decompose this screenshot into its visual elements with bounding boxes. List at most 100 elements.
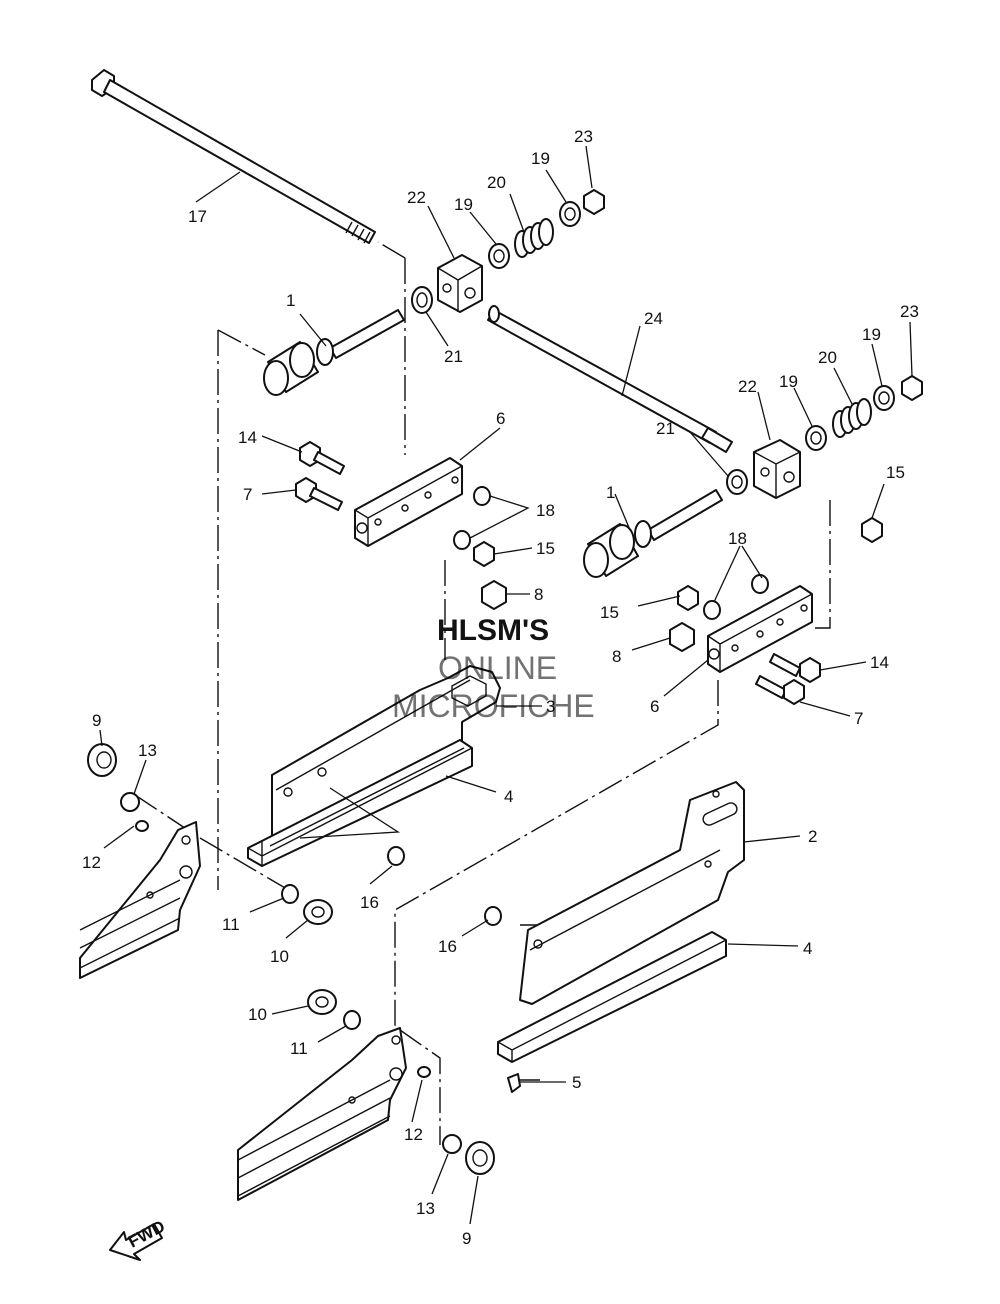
nut-15-right-upper — [861, 517, 883, 543]
block-22-upper — [437, 254, 483, 313]
watermark-line-1: HLSM'S — [437, 614, 550, 647]
callout-18: 18 — [728, 529, 747, 548]
callout-5: 5 — [572, 1073, 581, 1092]
callout-17: 17 — [188, 207, 207, 226]
washer-19b — [559, 201, 581, 227]
callout-13: 13 — [416, 1199, 435, 1218]
callout-13: 13 — [138, 741, 157, 760]
long-bolt-17 — [91, 69, 376, 244]
nut-15-left — [473, 541, 495, 567]
block-22-right — [753, 439, 801, 499]
washer-10-left — [303, 899, 333, 925]
callout-18: 18 — [536, 501, 555, 520]
spring-20 — [514, 218, 554, 258]
watermark-line-3: MICROFICHE — [392, 688, 595, 724]
leader-lines — [99, 145, 913, 1225]
callout-15: 15 — [536, 539, 555, 558]
collar-18-left — [453, 486, 491, 550]
pivot-pin-1-upper — [263, 309, 405, 396]
callout-6: 6 — [496, 409, 505, 428]
washer-19-right — [805, 425, 827, 451]
slide-rail-4-left — [247, 739, 473, 867]
callout-19: 19 — [531, 149, 550, 168]
callout-8: 8 — [534, 585, 543, 604]
callout-19: 19 — [779, 372, 798, 391]
bolt-7-left — [295, 477, 343, 511]
callout-4: 4 — [504, 787, 513, 806]
collar-11-left — [281, 884, 299, 904]
callout-10: 10 — [270, 947, 289, 966]
callout-20: 20 — [487, 173, 506, 192]
callout-20: 20 — [818, 348, 837, 367]
callout-22: 22 — [407, 188, 426, 207]
bolt-14-left — [299, 441, 345, 475]
nut-15-right — [677, 585, 699, 611]
seat-rail-left — [79, 821, 201, 979]
shaft-24 — [487, 305, 733, 453]
cap-9-left — [87, 743, 117, 777]
callout-1: 1 — [286, 291, 295, 310]
callout-11: 11 — [290, 1039, 308, 1058]
callout-9: 9 — [92, 711, 101, 730]
nut-8-right — [669, 622, 695, 652]
collar-13-left — [120, 792, 140, 812]
callout-24: 24 — [644, 309, 663, 328]
cap-9-lower — [465, 1141, 495, 1175]
callout-9: 9 — [462, 1229, 471, 1248]
callout-7: 7 — [854, 709, 863, 728]
callout-21: 21 — [444, 347, 463, 366]
callout-15: 15 — [600, 603, 619, 622]
nut-23 — [583, 189, 605, 215]
fwd-arrow: FWD — [109, 1217, 168, 1261]
callout-2: 2 — [808, 827, 817, 846]
bushing-21-right — [726, 469, 748, 495]
callout-14: 14 — [870, 653, 889, 672]
callout-3: 3 — [546, 697, 555, 716]
collar-11-lower — [343, 1010, 361, 1030]
callout-23: 23 — [900, 302, 919, 321]
washer-10-lower — [307, 989, 337, 1015]
bolt-7-right — [755, 675, 805, 705]
slide-rail-4-right — [497, 931, 727, 1063]
bushing-21 — [411, 286, 433, 314]
washer-19-right-b — [873, 385, 895, 411]
arm-6-right — [707, 585, 813, 673]
callout-22: 22 — [738, 377, 757, 396]
bracket-2 — [519, 781, 745, 1005]
callout-19: 19 — [454, 195, 473, 214]
collar-18-right — [703, 574, 769, 620]
bolt-14-right — [769, 653, 821, 683]
washer-19 — [488, 243, 510, 269]
callout-8: 8 — [612, 647, 621, 666]
callout-10: 10 — [248, 1005, 267, 1024]
callout-1: 1 — [606, 483, 615, 502]
nut-8-left — [481, 580, 507, 610]
callout-4: 4 — [803, 939, 812, 958]
callout-16: 16 — [360, 893, 379, 912]
arm-6-left — [354, 457, 463, 547]
callout-14: 14 — [238, 428, 257, 447]
nut-23-right — [901, 375, 923, 401]
pivot-pin-1-right — [583, 489, 723, 578]
pin-12-lower — [417, 1066, 431, 1078]
callout-23: 23 — [574, 127, 593, 146]
screw-5 — [507, 1073, 540, 1093]
pin-12-left — [135, 820, 149, 832]
collar-16-left — [387, 846, 405, 866]
callout-7: 7 — [243, 485, 252, 504]
callout-16: 16 — [438, 937, 457, 956]
spring-20-right — [832, 398, 872, 438]
callout-15: 15 — [886, 463, 905, 482]
collar-13-lower — [442, 1134, 462, 1154]
callout-19: 19 — [862, 325, 881, 344]
callout-labels: 17 22 19 20 19 23 1 21 24 23 19 20 19 22… — [82, 127, 919, 1248]
seat-rail-lower — [237, 1027, 407, 1201]
callout-12: 12 — [404, 1125, 423, 1144]
callout-11: 11 — [222, 915, 240, 934]
callout-6: 6 — [650, 697, 659, 716]
callout-12: 12 — [82, 853, 101, 872]
collar-16-right — [484, 906, 502, 926]
callout-21: 21 — [656, 419, 675, 438]
watermark-line-2: ONLINE — [438, 650, 558, 686]
